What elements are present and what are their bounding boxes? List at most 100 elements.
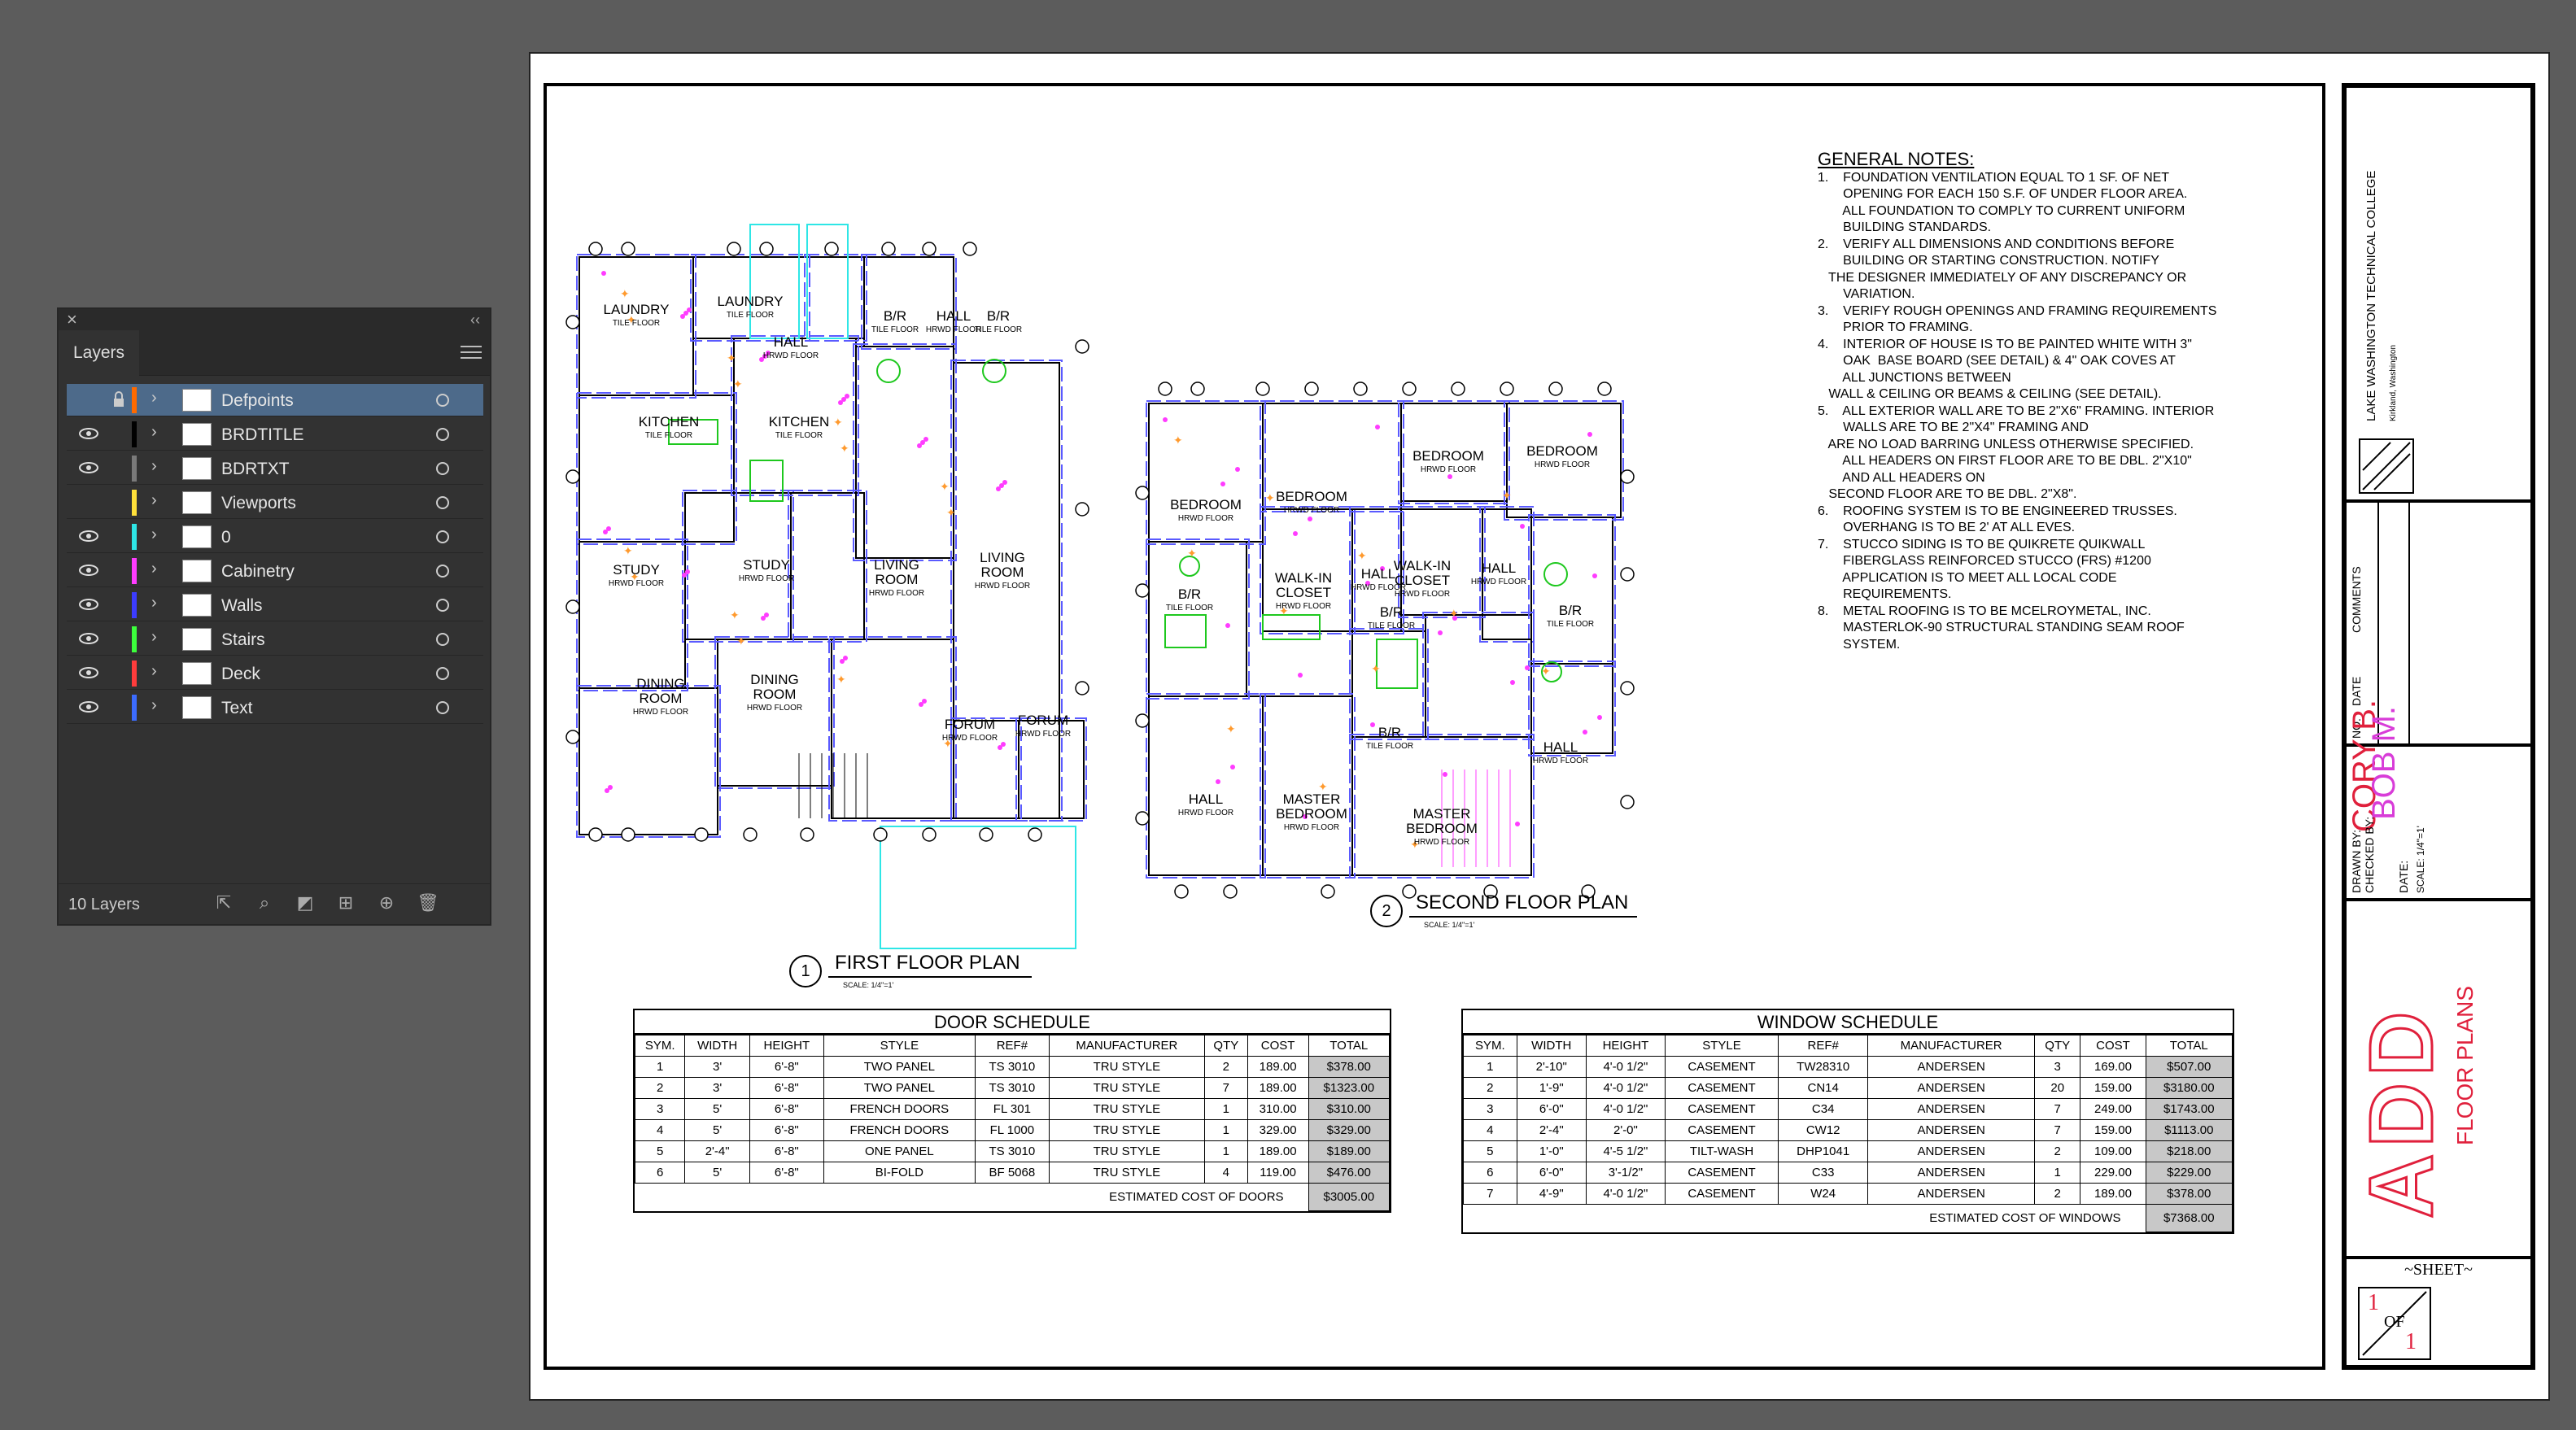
layer-name[interactable]: Walls bbox=[221, 596, 263, 615]
expand-arrow-icon[interactable]: › bbox=[151, 696, 157, 714]
wall-line bbox=[1260, 693, 1356, 878]
layer-row[interactable]: › Viewports bbox=[67, 486, 483, 519]
delete-layer-icon[interactable]: 🗑 bbox=[417, 892, 439, 913]
layer-target-icon[interactable] bbox=[436, 394, 449, 407]
visibility-eye-icon[interactable] bbox=[78, 461, 99, 474]
date-label: DATE: bbox=[2397, 860, 2410, 893]
layer-target-icon[interactable] bbox=[436, 428, 449, 441]
layer-name[interactable]: Text bbox=[221, 699, 253, 717]
table-cell: 6'-8" bbox=[749, 1098, 824, 1120]
layer-target-icon[interactable] bbox=[436, 701, 449, 714]
room-name: BEDROOM bbox=[1170, 497, 1242, 512]
table-cell: 2'-0" bbox=[1585, 1119, 1666, 1141]
toilet bbox=[876, 359, 901, 383]
layer-target-icon[interactable] bbox=[436, 462, 449, 475]
locate-object-icon[interactable]: ⌕ bbox=[259, 892, 270, 913]
panel-menu-icon[interactable] bbox=[461, 342, 482, 361]
table-cell: $1743.00 bbox=[2145, 1098, 2233, 1120]
layer-row[interactable]: ›0 bbox=[67, 521, 483, 553]
layer-target-icon[interactable] bbox=[436, 530, 449, 543]
collapse-icon[interactable]: ‹‹ bbox=[470, 312, 480, 328]
window-tag-icon bbox=[565, 315, 580, 329]
visibility-eye-icon[interactable] bbox=[78, 530, 99, 543]
layer-name[interactable]: BRDTITLE bbox=[221, 425, 304, 444]
expand-arrow-icon[interactable]: › bbox=[151, 491, 157, 509]
layer-row[interactable]: › Text bbox=[67, 691, 483, 724]
table-cell: $378.00 bbox=[2145, 1183, 2233, 1205]
table-cell: TRU STYLE bbox=[1048, 1077, 1205, 1099]
table-cell: 5' bbox=[684, 1098, 750, 1120]
expand-arrow-icon[interactable]: › bbox=[151, 560, 157, 578]
wall-line bbox=[1398, 506, 1486, 618]
expand-arrow-icon[interactable]: › bbox=[151, 628, 157, 646]
table-cell: 6'-8" bbox=[749, 1056, 824, 1078]
light-fixture bbox=[608, 785, 613, 790]
table-cell: 4 bbox=[1463, 1119, 1517, 1141]
window-tag-icon bbox=[1223, 884, 1238, 899]
light-fixture bbox=[998, 745, 1002, 750]
layer-name[interactable]: Viewports bbox=[221, 494, 296, 512]
clipping-mask-icon[interactable]: ◩ bbox=[296, 892, 314, 913]
visibility-eye-icon[interactable] bbox=[78, 564, 99, 577]
expand-arrow-icon[interactable]: › bbox=[151, 525, 157, 543]
visibility-eye-icon[interactable] bbox=[78, 666, 99, 679]
layer-row[interactable]: › Walls bbox=[67, 589, 483, 621]
layer-row[interactable]: › Cabinetry bbox=[67, 555, 483, 587]
layer-row[interactable]: › BRDTITLE bbox=[67, 418, 483, 451]
room-floor: TILE FLOOR bbox=[645, 431, 692, 440]
layer-name[interactable]: Stairs bbox=[221, 630, 265, 649]
window-tag-icon bbox=[1321, 884, 1335, 899]
layer-row[interactable]: › Stairs bbox=[67, 623, 483, 656]
visibility-eye-icon[interactable] bbox=[78, 632, 99, 645]
layer-name[interactable]: Cabinetry bbox=[221, 562, 295, 581]
layer-name[interactable]: 0 bbox=[221, 528, 231, 547]
layer-row[interactable]: › BDRTXT bbox=[67, 452, 483, 485]
layer-target-icon[interactable] bbox=[436, 565, 449, 578]
visibility-eye-icon[interactable] bbox=[78, 598, 99, 611]
expand-arrow-icon[interactable]: › bbox=[151, 457, 157, 475]
expand-arrow-icon[interactable]: › bbox=[151, 389, 157, 407]
new-layer-icon[interactable]: ⊕ bbox=[378, 892, 395, 913]
collect-export-icon[interactable]: ⇱ bbox=[216, 892, 232, 913]
note-line: 6. ROOFING SYSTEM IS TO BE ENGINEERED TR… bbox=[1818, 504, 2177, 518]
lock-icon[interactable] bbox=[112, 391, 125, 408]
room-name-line: WALK-IN bbox=[1275, 570, 1332, 586]
layer-target-icon[interactable] bbox=[436, 667, 449, 680]
checked-by-name: BOB M. bbox=[2366, 705, 2402, 820]
wall-line bbox=[1528, 661, 1616, 756]
room-name: BEDROOM bbox=[1276, 489, 1347, 504]
window-tag-icon bbox=[922, 242, 937, 256]
expand-arrow-icon[interactable]: › bbox=[151, 423, 157, 441]
outlet-icon: ✦ bbox=[1357, 549, 1367, 562]
visibility-toggle[interactable] bbox=[78, 495, 99, 508]
expand-arrow-icon[interactable]: › bbox=[151, 662, 157, 680]
layer-target-icon[interactable] bbox=[436, 496, 449, 509]
layer-row[interactable]: › Defpoints bbox=[67, 384, 483, 416]
room-floor: HRWD FLOOR bbox=[1178, 514, 1233, 523]
window-tag-icon bbox=[979, 827, 993, 842]
layer-name[interactable]: BDRTXT bbox=[221, 460, 290, 478]
column-header: TOTAL bbox=[2145, 1035, 2233, 1057]
visibility-eye-icon[interactable] bbox=[78, 427, 99, 440]
table-cell: $218.00 bbox=[2145, 1140, 2233, 1162]
layer-color-swatch bbox=[132, 592, 137, 618]
layer-target-icon[interactable] bbox=[436, 633, 449, 646]
new-sublayer-icon[interactable]: ⊞ bbox=[338, 892, 354, 913]
light-fixture bbox=[766, 351, 771, 355]
room-floor: HRWD FLOOR bbox=[1284, 506, 1339, 515]
window-tag-icon bbox=[1500, 381, 1514, 396]
visibility-eye-icon[interactable] bbox=[78, 700, 99, 713]
room-floor: TILE FLOOR bbox=[871, 325, 919, 334]
expand-arrow-icon[interactable]: › bbox=[151, 594, 157, 612]
layer-row[interactable]: › Deck bbox=[67, 657, 483, 690]
layer-name[interactable]: Deck bbox=[221, 665, 260, 683]
layer-name[interactable]: Defpoints bbox=[221, 391, 294, 410]
layer-target-icon[interactable] bbox=[436, 599, 449, 612]
visibility-toggle[interactable] bbox=[78, 393, 99, 406]
close-icon[interactable]: × bbox=[67, 309, 77, 329]
light-fixture bbox=[1597, 715, 1602, 720]
layer-thumbnail bbox=[182, 594, 212, 617]
table-cell: 4'-9" bbox=[1516, 1183, 1587, 1205]
tab-layers[interactable]: Layers bbox=[59, 330, 140, 376]
